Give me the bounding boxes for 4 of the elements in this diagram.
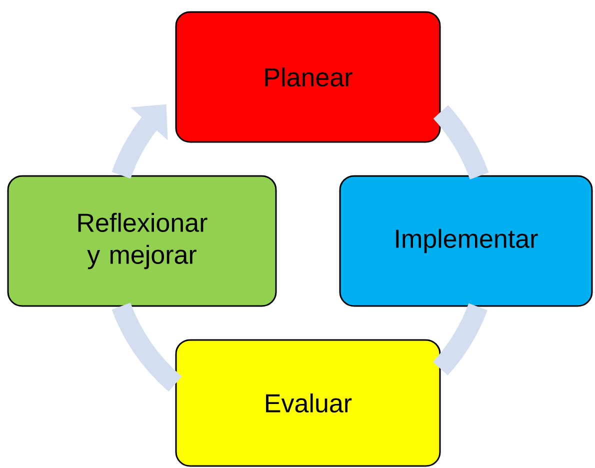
process-box: Evaluar xyxy=(175,339,441,467)
process-box: Reflexionar y mejorar xyxy=(7,175,277,307)
process-box: Planear xyxy=(175,11,441,143)
process-box: Implementar xyxy=(339,175,593,307)
